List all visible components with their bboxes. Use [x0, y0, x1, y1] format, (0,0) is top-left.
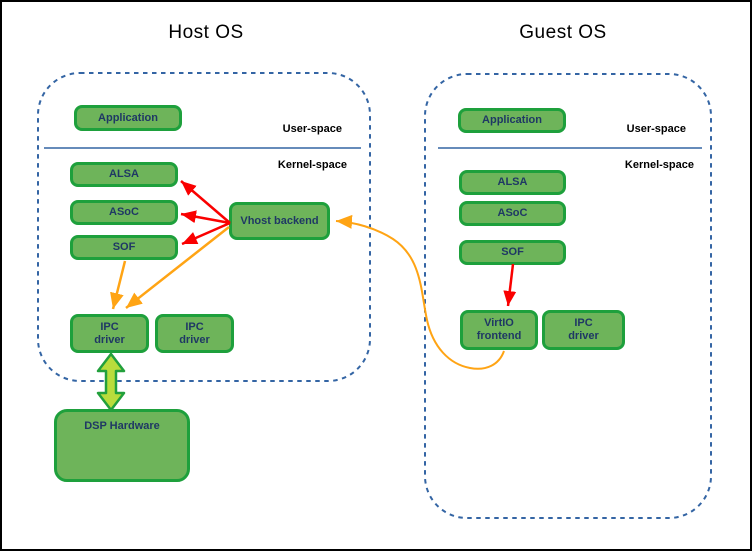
dsp-hardware-label: DSP Hardware	[84, 420, 160, 432]
guest-ipc-driver-box: IPC driver	[542, 310, 625, 350]
guest-alsa-box: ALSA	[459, 170, 566, 195]
guest-sof-label: SOF	[501, 246, 524, 258]
guest-os-container	[424, 73, 712, 519]
host-asoc-box: ASoC	[70, 200, 178, 225]
host-ipc-driver-1-box: IPC driver	[70, 314, 149, 353]
guest-os-title: Guest OS	[519, 22, 607, 43]
host-sof-box: SOF	[70, 235, 178, 260]
guest-virtio-frontend-label: VirtIO frontend	[476, 317, 522, 342]
guest-application-box: Application	[458, 108, 566, 133]
host-kernel-space-label: Kernel-space	[277, 159, 347, 171]
guest-user-space-label: User-space	[626, 123, 686, 135]
arrow-sof-to-ipc-driver	[110, 260, 127, 310]
guest-ipc-driver-label: IPC driver	[568, 317, 599, 342]
host-ipc-driver-2-box: IPC driver	[155, 314, 234, 353]
host-alsa-label: ALSA	[109, 168, 139, 180]
guest-sof-box: SOF	[459, 240, 566, 265]
guest-virtio-frontend-box: VirtIO frontend	[460, 310, 538, 350]
arrow-vhost-to-sof	[181, 221, 231, 246]
host-alsa-box: ALSA	[70, 162, 178, 187]
host-application-label: Application	[98, 111, 158, 124]
host-sof-label: SOF	[112, 241, 136, 253]
host-ipc-driver-1-label: IPC driver	[94, 320, 125, 346]
guest-kernel-space-label: Kernel-space	[624, 159, 694, 171]
arrow-vhost-to-asoc	[180, 210, 231, 225]
arrow-ipc-to-dsp-bidirectional	[96, 352, 126, 412]
guest-application-label: Application	[482, 114, 542, 126]
guest-asoc-box: ASoC	[459, 201, 566, 226]
host-vhost-backend-box: Vhost backend	[229, 202, 330, 240]
host-vhost-backend-label: Vhost backend	[240, 214, 319, 227]
host-ipc-driver-2-label: IPC driver	[179, 320, 210, 346]
dsp-hardware-box: DSP Hardware	[54, 409, 190, 482]
arrow-vhost-to-alsa	[180, 180, 231, 224]
arrow-guest-sof-to-virtio	[503, 263, 517, 307]
host-os-title: Host OS	[168, 22, 244, 43]
host-application-box: Application	[74, 105, 182, 131]
host-asoc-label: ASoC	[109, 206, 139, 218]
guest-asoc-label: ASoC	[497, 207, 528, 219]
host-user-space-label: User-space	[282, 123, 342, 135]
guest-alsa-label: ALSA	[497, 176, 528, 188]
